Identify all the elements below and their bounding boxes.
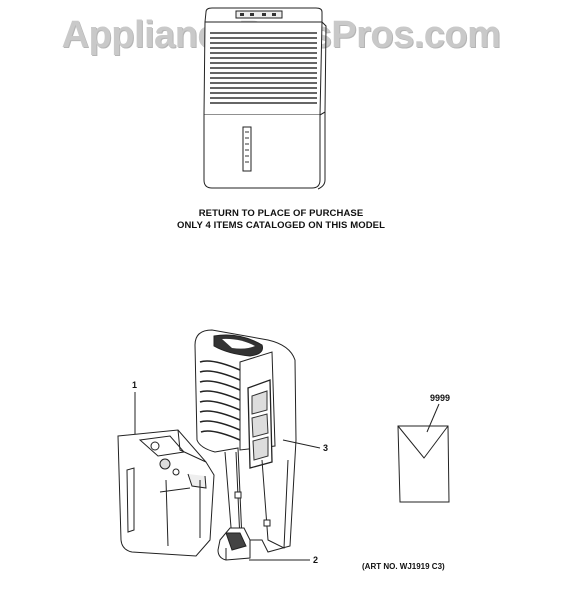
part-9999-owners-manual	[397, 425, 450, 503]
part-1-water-bucket	[117, 429, 215, 557]
leader-lines	[134, 392, 440, 561]
part-2-float-clip	[217, 527, 251, 561]
dehumidifier-unit	[203, 7, 327, 190]
callout-part-1[interactable]: 1	[132, 380, 138, 390]
return-notice-line-2: ONLY 4 ITEMS CATALOGED ON THIS MODEL	[176, 220, 386, 231]
callout-part-3[interactable]: 3	[323, 443, 329, 453]
part-3-front-grille	[194, 329, 297, 553]
return-notice-line-1: RETURN TO PLACE OF PURCHASE	[198, 208, 364, 219]
callout-part-9999[interactable]: 9999	[430, 393, 451, 403]
callout-part-2[interactable]: 2	[313, 555, 319, 565]
art-number: (ART NO. WJ1919 C3)	[362, 562, 445, 571]
